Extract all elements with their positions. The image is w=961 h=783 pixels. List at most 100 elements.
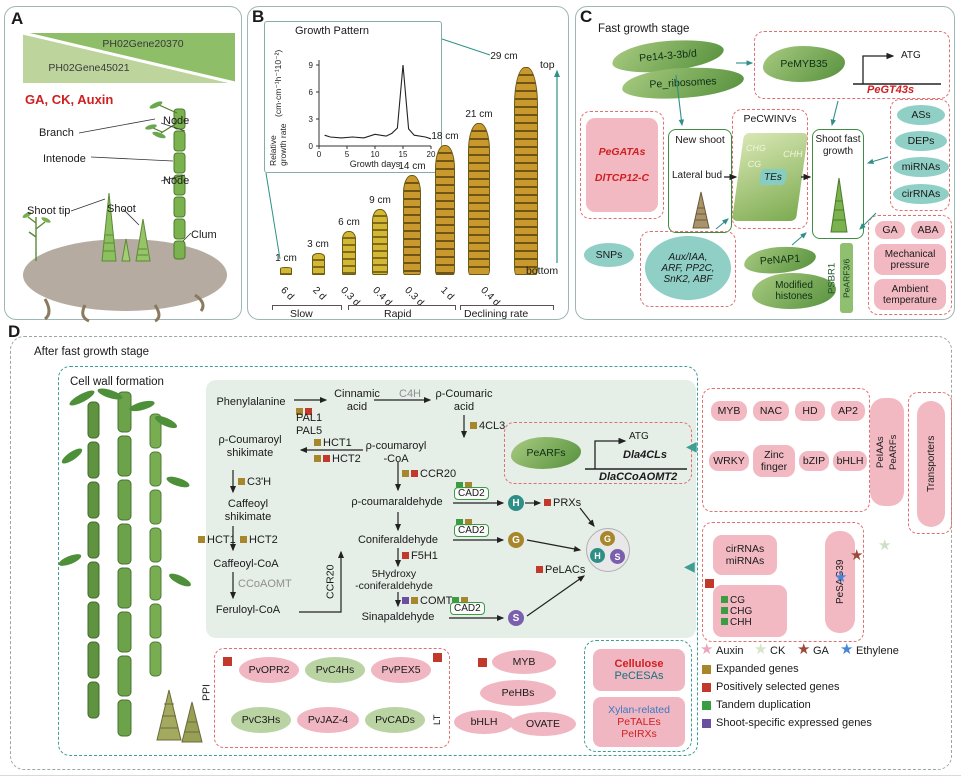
pearfs-blob: PeARFs — [511, 437, 581, 469]
hd-pill: HD — [795, 401, 825, 421]
phenylalanine-label: Phenylalanine — [216, 396, 286, 408]
positively-selected-square — [305, 407, 312, 415]
top-label: top — [540, 59, 555, 71]
bamboo-leaves — [58, 388, 191, 587]
atg-label-d: ATG — [629, 431, 649, 442]
ovate-oval: OVATE — [510, 712, 576, 736]
shoot-9cm — [372, 209, 388, 275]
ck-star-icon: ★ — [754, 641, 768, 658]
tandem-duplication-square — [702, 701, 711, 710]
coumaroyl-coa-label: ρ-coumaroyl -CoA — [365, 440, 427, 465]
panel-a-label: A — [11, 9, 24, 28]
ambient-temperature-pill: Ambient temperature — [874, 279, 946, 310]
growth-pattern-inset: Growth Pattern Relative growth rate (cm·… — [264, 21, 442, 173]
coumaraldehyde-label: ρ-coumaraldehyde — [351, 496, 443, 508]
pelacs-label: PeLACs — [536, 564, 585, 577]
panel-c-arrows — [675, 60, 889, 246]
mirnas-label: miRNAs — [725, 555, 765, 567]
phase-rapid-label: Rapid — [384, 308, 412, 320]
h-unit-circle: H — [508, 495, 524, 511]
cad2-chip-c: CAD2 — [450, 602, 485, 615]
dltcp12c-label: DlTCP12-C — [594, 172, 650, 184]
young-shoot-1 — [156, 689, 182, 741]
deps-oval: DEPs — [895, 131, 947, 151]
promoter-arrow-c — [853, 52, 941, 85]
feruloyl-coa-label: Feruloyl-CoA — [215, 604, 281, 616]
ethylene-star-icon: ★ — [840, 641, 854, 658]
positively-selected-square — [478, 658, 487, 667]
xtick-0: 0 — [317, 150, 322, 159]
ck-legend-label: CK — [770, 645, 786, 657]
xtick-10: 10 — [371, 150, 380, 159]
height-label-6cm: 6 cm — [338, 217, 360, 228]
hormone-environment-box: GA ABA Mechanical pressure Ambient tempe… — [868, 215, 952, 315]
shoot-3cm — [312, 253, 325, 275]
node2-label: Node — [163, 175, 190, 187]
pecwinvs-label: PeCWINVs — [743, 113, 797, 125]
xtick-5: 5 — [345, 150, 350, 159]
lignin-pathway-panel — [206, 380, 696, 638]
hct1-label-a: HCT1 — [314, 437, 352, 450]
bamboo-grove-illustration — [58, 388, 203, 743]
pegatas-pill: PeGATAs DlTCP12-C — [586, 118, 658, 212]
comt-label: COMT — [402, 595, 452, 608]
lateral-bud-label: Lateral bud — [672, 170, 723, 181]
pvc3hs-oval: PvC3Hs — [231, 707, 291, 733]
label-leader-lines — [70, 118, 192, 242]
aux-signaling-oval: Aux/IAA, ARF, PP2C, SnK2, ABF — [645, 236, 731, 300]
expanded-gene-square — [296, 407, 303, 415]
small-rna-methylation-box: cirRNAs miRNAs PeSAG39 CG CHG CHH — [702, 522, 864, 642]
ytick-0: 0 — [309, 142, 314, 151]
inset-title: Growth Pattern — [295, 25, 369, 37]
myb-complex-cluster: MYB PeHBs bHLH OVATE — [450, 646, 580, 750]
height-label-14cm: 14 cm — [398, 161, 426, 172]
lignin-g-circle: G — [600, 531, 615, 546]
cirrnas-label: cirRNAs — [725, 543, 765, 555]
ytick-6: 6 — [309, 88, 314, 97]
seedling-illustration — [27, 216, 46, 261]
phase-slow-label: Slow — [290, 308, 313, 320]
zinc-finger-pill: Zinc finger — [753, 445, 795, 477]
mirnas-oval: miRNAs — [893, 157, 949, 177]
panel-c-label: C — [580, 7, 593, 26]
ccoaomt-label: CCoAOMT — [238, 578, 292, 590]
ass-oval: ASs — [897, 105, 945, 125]
wrky-pill: WRKY — [709, 451, 749, 471]
height-label-18cm: 18 cm — [431, 131, 459, 142]
shoot-6cm — [342, 231, 356, 275]
after-fast-growth-box — [10, 336, 952, 770]
panel-d-label: D — [8, 322, 21, 341]
ap2-pill: AP2 — [831, 401, 865, 421]
phase-declining-label: Declining rate — [464, 308, 529, 320]
cellulose-label: Cellulose — [614, 658, 664, 670]
peirxs-label: PeIRXs — [621, 728, 657, 740]
caffeoyl-shikimate-label: Caffeoyl shikimate — [224, 498, 272, 523]
xtick-15: 15 — [399, 150, 408, 159]
auxin-star-icon: ★ — [700, 641, 714, 658]
hct1-label-b: HCT1 — [198, 534, 236, 547]
shoot-21cm — [468, 123, 490, 275]
height-label-29cm: 29 cm — [490, 51, 518, 62]
leaf-cluster — [145, 101, 166, 139]
pal-gene-squares — [296, 403, 314, 421]
coniferaldehyde-label: Coniferaldehyde — [357, 534, 439, 546]
cad2-squares-b — [456, 514, 474, 532]
height-label-9cm: 9 cm — [369, 195, 391, 206]
lignin-s-circle: S — [610, 549, 625, 564]
pvc4hs-oval: PvC4Hs — [305, 657, 365, 683]
shoot-label: Shoot — [107, 203, 136, 215]
transporters-pill: Transporters — [917, 401, 945, 527]
synteny-banner: PH02Gene20370 PH02Gene45021 — [22, 31, 236, 85]
cellulose-xylan-box: Cellulose PeCESAs Xylan-related PeTALEs … — [584, 640, 692, 752]
pearf36-bar — [840, 243, 853, 313]
culm-label: Clum — [191, 229, 217, 241]
ethylene-star-icon: ★ — [834, 569, 848, 586]
expanded-genes-label: Expanded genes — [716, 663, 799, 675]
pemyb35-blob: PeMYB35 — [763, 46, 845, 82]
coumaroyl-shikimate-label: ρ-Coumaroyl shikimate — [218, 434, 282, 459]
lateral-bud-illustration — [692, 191, 710, 229]
left-arrowhead-icon-1: ◀ — [686, 438, 697, 454]
ethylene-legend-label: Ethylene — [856, 645, 899, 657]
aux-line1: Aux/IAA, — [668, 251, 708, 263]
ga-star-icon: ★ — [850, 547, 864, 564]
